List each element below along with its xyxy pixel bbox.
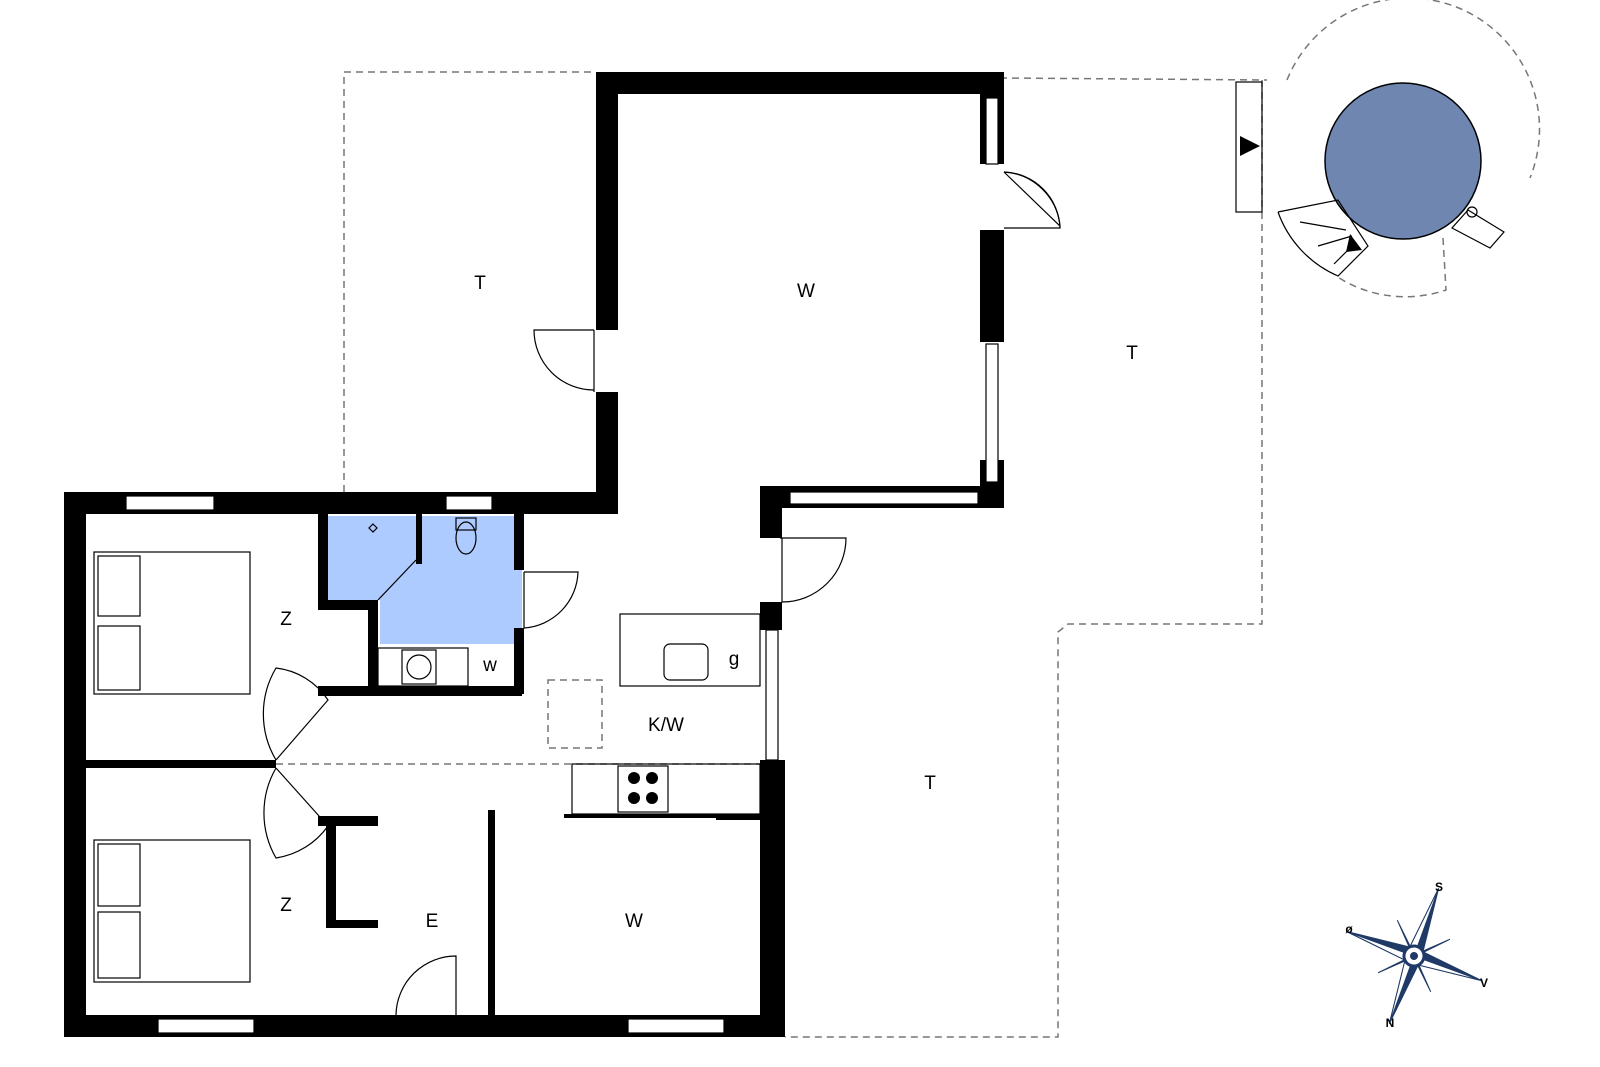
interior-dashes (276, 679, 760, 765)
label-kitchen-living: K/W (648, 715, 684, 736)
bathroom-fixtures (368, 517, 477, 687)
terrace-outlines (343, 71, 1268, 1038)
label-dishwasher: g (729, 649, 740, 670)
label-entrance: E (426, 911, 439, 932)
doors (262, 171, 1061, 1017)
compass-rose-icon (1346, 888, 1482, 1024)
kitchen-counter (571, 613, 761, 815)
room-labels: T W T T Z Z K/W w g E W (280, 273, 1138, 932)
label-bedroom-lower: Z (280, 895, 292, 916)
compass-east-label: ø (1345, 922, 1353, 936)
compass-labels: S ø V N (1345, 880, 1488, 1030)
compass-south-label: S (1435, 880, 1443, 894)
compass-west-label: V (1480, 976, 1488, 990)
hot-tub-icon (1277, 0, 1541, 298)
label-washer: w (482, 655, 497, 676)
bed-icon (93, 551, 251, 983)
walls (64, 72, 1004, 1037)
label-living-top: W (797, 281, 815, 302)
label-terrace-top: T (474, 273, 486, 294)
label-terrace-right-lower: T (924, 773, 936, 794)
windows (125, 97, 999, 1034)
stove-icon (617, 765, 669, 813)
sink-icon (663, 643, 709, 681)
label-bedroom-upper: Z (280, 609, 292, 630)
toilet-icon (455, 521, 477, 555)
label-terrace-right-upper: T (1126, 343, 1138, 364)
label-living-bottom: W (625, 911, 643, 932)
bathroom-area (326, 516, 522, 644)
compass-north-label: N (1386, 1016, 1395, 1030)
